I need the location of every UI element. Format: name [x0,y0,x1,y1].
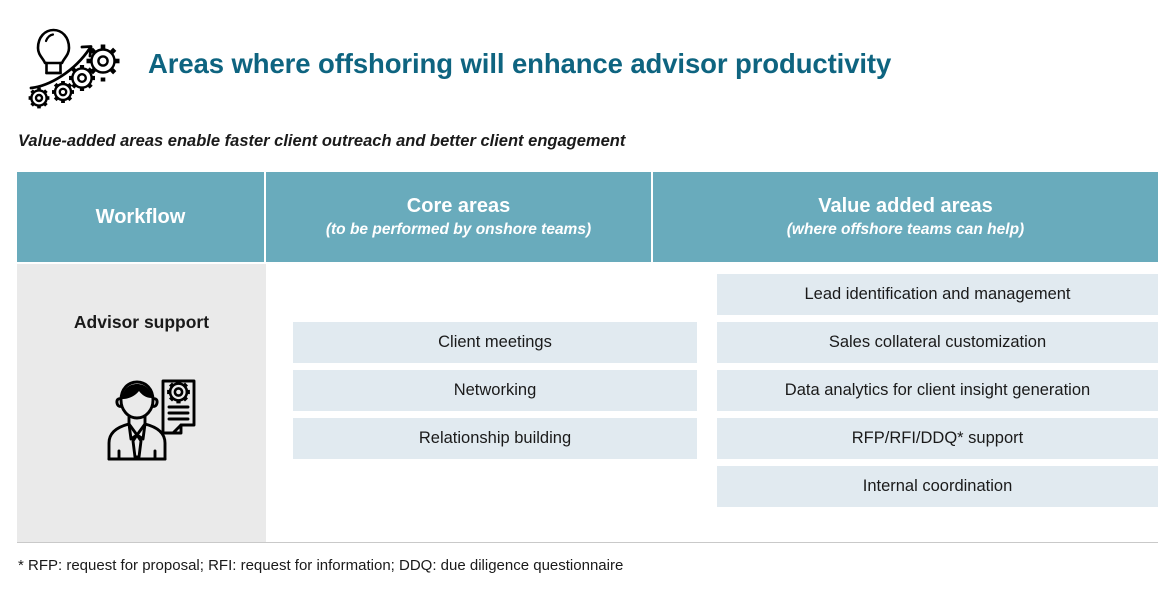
core-areas-cell: Client meetings Networking Relationship … [275,264,697,543]
column-header-value-added-areas-subtitle: (where offshore teams can help) [786,221,1025,239]
core-area-item[interactable]: Relationship building [293,418,697,459]
footnote: * RFP: request for proposal; RFI: reques… [18,557,624,574]
lightbulb-gears-growth-icon [14,14,126,109]
column-header-value-added-areas: Value added areas (where offshore teams … [653,172,1158,262]
table-header-row: Workflow Core areas (to be performed by … [17,172,1158,262]
column-header-workflow-title: Workflow [95,206,186,228]
column-header-core-areas: Core areas (to be performed by onshore t… [266,172,653,262]
workflow-cell-advisor-support: Advisor support [17,264,266,543]
workflow-label: Advisor support [73,312,210,332]
value-added-area-item[interactable]: Sales collateral customization [717,322,1158,363]
value-added-area-item[interactable]: RFP/RFI/DDQ* support [717,418,1158,459]
column-header-value-added-areas-title: Value added areas [818,195,993,218]
column-header-workflow: Workflow [17,172,266,262]
advisor-person-document-icon [101,367,201,462]
core-area-item[interactable]: Networking [293,370,697,411]
core-area-item[interactable]: Client meetings [293,322,697,363]
column-header-core-areas-subtitle: (to be performed by onshore teams) [325,221,592,239]
offshoring-areas-table: Workflow Core areas (to be performed by … [17,172,1158,543]
value-added-area-item[interactable]: Internal coordination [717,466,1158,507]
value-added-area-item[interactable]: Data analytics for client insight genera… [717,370,1158,411]
column-header-core-areas-title: Core areas [406,195,511,218]
page-subtitle: Value-added areas enable faster client o… [18,132,626,150]
value-added-area-item[interactable]: Lead identification and management [717,274,1158,315]
table-body: Advisor support [17,264,1158,543]
page-title: Areas where offshoring will enhance advi… [148,48,892,79]
table-bottom-divider [17,542,1158,543]
value-added-areas-cell: Lead identification and management Sales… [700,264,1158,543]
page-header: Areas where offshoring will enhance advi… [0,0,1175,118]
